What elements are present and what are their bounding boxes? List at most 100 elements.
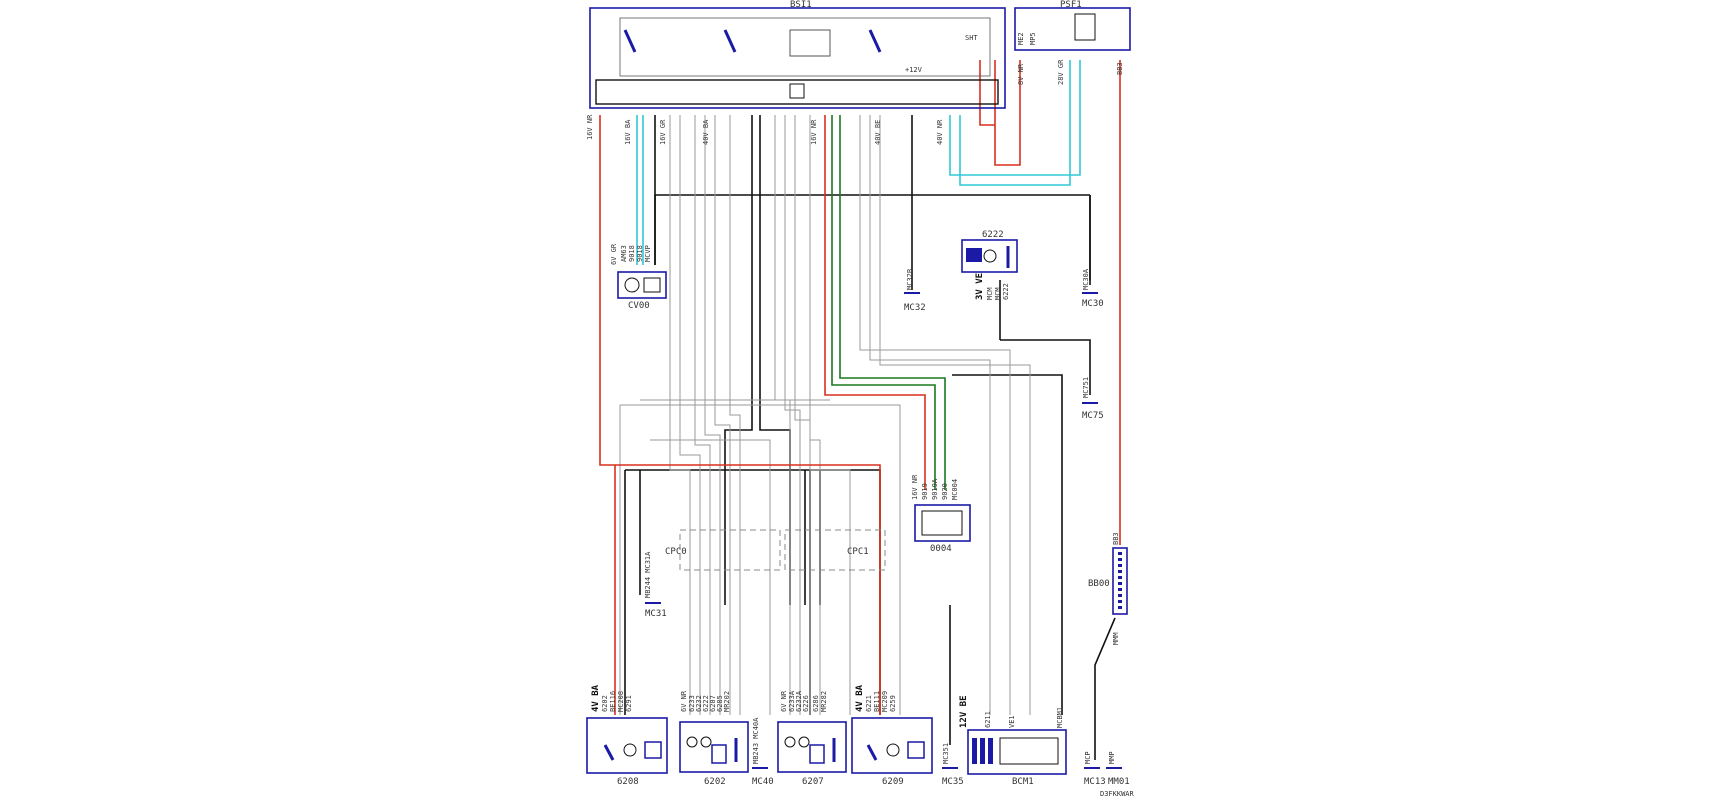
- ground-mc30: MC30 MC30A: [1082, 268, 1104, 309]
- wire-cyan-psf-1: [949, 60, 1081, 176]
- wire-black-bus-1: [655, 194, 1091, 280]
- c6222-connector: 3V VE: [975, 273, 985, 300]
- c6202-wire-2: 6232: [695, 695, 703, 712]
- svg-text:MC32: MC32: [904, 303, 926, 313]
- c6208-wire-1: 6202: [601, 695, 609, 712]
- c6222-motor-icon: [983, 249, 997, 263]
- wire-grey-bundle-4: [704, 115, 721, 715]
- c6208-motor-icon: [623, 743, 637, 757]
- wire-green-0004-2: [839, 115, 946, 490]
- wire-black-6208: [624, 469, 881, 715]
- c6207-wire-2: 6232A: [795, 690, 803, 712]
- c6209-wire-2: BE111: [873, 691, 881, 712]
- cpc0-label: CPC0: [665, 547, 687, 557]
- c6207-motor-icon-2: [798, 736, 810, 748]
- c6207-label: 6207: [802, 777, 824, 787]
- c6209-switch-icon: [866, 744, 878, 761]
- bcm1-bar-icon-1: [972, 738, 977, 764]
- svg-text:MC75: MC75: [1082, 411, 1104, 421]
- bsi1-switch-3: [868, 29, 882, 53]
- svg-text:MC13: MC13: [1084, 777, 1106, 787]
- bsi1-conn-c: 16V GR: [659, 119, 667, 145]
- wire-grey-bundle-5: [714, 115, 731, 715]
- wire-grey-bundle-10: [809, 115, 821, 715]
- cpc1-frame: [784, 529, 886, 571]
- bsi1-conn-e: 16V NR: [810, 119, 818, 145]
- cv00-wire-4: MCVP: [644, 245, 652, 262]
- c6202-component: 6202 6V NR 6233 6232 6222 6207 6285 MR20…: [679, 690, 749, 787]
- c6209-window-icon: [907, 741, 925, 759]
- c6208-wire-4: 6291: [625, 695, 633, 712]
- c6202-label: 6202: [704, 777, 726, 787]
- bsi1-chip-icon: [789, 83, 805, 99]
- svg-text:MC30: MC30: [1082, 299, 1104, 309]
- svg-text:MCP: MCP: [1084, 751, 1092, 764]
- bcm1-wire-1: 6211: [984, 711, 992, 728]
- bcm1-box: [967, 729, 1067, 775]
- c0004-display-icon: [921, 510, 963, 536]
- c0004-wire-1: 9019: [921, 483, 929, 500]
- bsi1-conn-b: 16V BA: [624, 119, 632, 145]
- bsi1-module: BSI1 SHT +12V: [589, 0, 1006, 109]
- svg-text:MMP: MMP: [1108, 751, 1116, 764]
- cv00-label: CV00: [628, 301, 650, 311]
- cpc1-label: CPC1: [847, 547, 869, 557]
- wire-grey-bundle-1: [669, 115, 691, 715]
- psf1-conn-28v: 28V GR: [1057, 59, 1065, 85]
- c6222-wire-3: 6222: [1002, 283, 1010, 300]
- svg-text:MC40: MC40: [752, 777, 774, 787]
- wire-red-bsi-left: [599, 115, 881, 715]
- c0004-wire-3: 9020: [941, 483, 949, 500]
- c6208-wire-2: BE116: [609, 691, 617, 712]
- ground-mc75: MC75 MC751: [1082, 377, 1104, 421]
- bsi1-switch-1: [623, 29, 637, 53]
- c6209-wire-1: 6221: [865, 695, 873, 712]
- bsi1-inner-frame: [619, 17, 991, 77]
- ground-mc31: MC31 MB244 MC31A: [644, 551, 667, 619]
- psf1-label: PSF1: [1060, 0, 1082, 10]
- cv00-gauge-icon: [624, 277, 640, 293]
- c6202-motor-icon-1: [686, 736, 698, 748]
- svg-text:MC751: MC751: [1082, 377, 1090, 398]
- ground-mc32: MC32 MC32B: [904, 269, 926, 313]
- bsi1-bus-bar: [595, 79, 999, 105]
- wire-red-psf: [979, 60, 1021, 166]
- c6209-component: 6209 4V BA 6221 BE111 MC209 6259: [851, 684, 933, 787]
- wire-grey-bundle-3: [694, 115, 711, 715]
- c0004-component: 0004 16V NR 9019 9019A 9020 MC004: [911, 474, 971, 554]
- ground-mc35: MC35 MC351: [942, 743, 964, 787]
- wire-grey-bundle-9: [794, 115, 811, 715]
- psf1-wire-bb3: BB3: [1116, 62, 1124, 75]
- wires: [599, 60, 1121, 760]
- c6202-wire-1: 6233: [688, 695, 696, 712]
- c6207-wire-5: MR282: [820, 691, 828, 712]
- bcm1-wire-3: MCBM1: [1056, 707, 1064, 728]
- c6207-wire-1: 6233A: [788, 690, 796, 712]
- bb00-component: BB00 BB3 MMM: [1088, 532, 1128, 645]
- bsi1-connector-labels: 16V NR 16V BA 16V GR 40V BA 16V NR 40V B…: [586, 114, 944, 145]
- svg-text:MB244 MC31A: MB244 MC31A: [644, 551, 652, 598]
- c6222-wire-1: MCM: [986, 287, 994, 300]
- c0004-label: 0004: [930, 544, 952, 554]
- wire-grey-bundle-2: [679, 115, 701, 715]
- svg-text:MM01: MM01: [1108, 777, 1130, 787]
- bcm1-component: BCM1 12V BE 6211 VE1 MCBM1: [959, 695, 1067, 787]
- svg-text:MC32B: MC32B: [906, 269, 914, 290]
- ground-mc40: MC40 MB243 MC40A: [752, 717, 774, 787]
- bsi1-label: BSI1: [790, 0, 812, 10]
- cv00-box: [617, 271, 667, 299]
- svg-text:MC30A: MC30A: [1082, 268, 1090, 290]
- grounds: MC32 MC32B MC30 MC30A MC75 MC751 MC31 MB…: [644, 268, 1130, 787]
- psf1-wire-me2: ME2: [1017, 32, 1025, 45]
- psf1-conn-8v: 8V NR: [1017, 63, 1025, 85]
- cv00-wire-3: 9018: [636, 245, 644, 262]
- bsi1-box: [589, 7, 1006, 109]
- c6202-box: [679, 721, 749, 773]
- bb00-box: [1112, 547, 1128, 615]
- wire-cyan-psf-2: [959, 60, 1071, 186]
- c6208-box: [586, 717, 668, 774]
- bsi1-conn-f: 40V BE: [874, 120, 882, 145]
- c6208-switch-icon: [603, 744, 615, 761]
